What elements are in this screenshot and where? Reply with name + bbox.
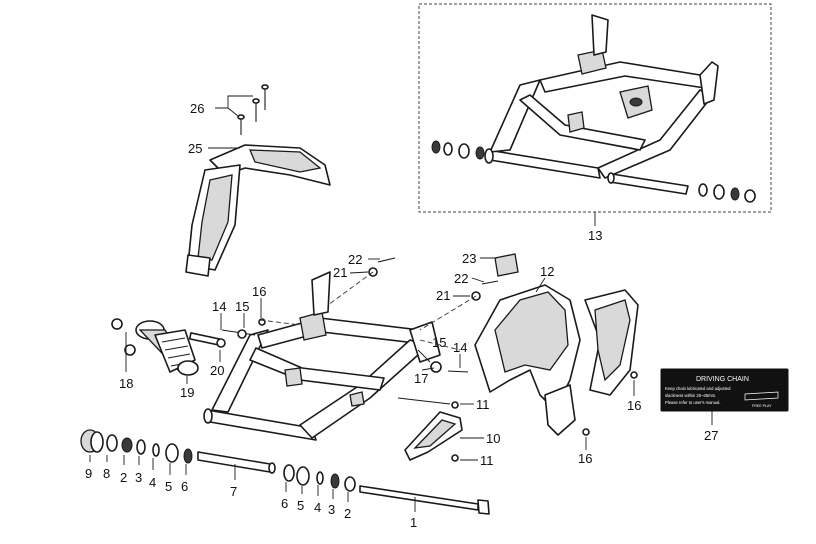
callout-11-lower: 11 <box>480 453 494 468</box>
callout-19: 19 <box>180 385 194 400</box>
callout-10: 10 <box>486 431 500 446</box>
callout-3-left: 3 <box>135 470 142 485</box>
chain-label-line3: Please refer to user's manual. <box>665 400 721 405</box>
callout-5-left: 5 <box>165 479 172 494</box>
callout-14-left: 14 <box>212 299 226 314</box>
shock-bolt-nuts <box>111 318 136 356</box>
callout-21-right: 21 <box>436 288 450 303</box>
callout-13: 13 <box>588 228 602 243</box>
callout-22-right: 22 <box>454 271 468 286</box>
detail-swingarm <box>487 14 719 179</box>
callout-27: 27 <box>704 428 718 443</box>
chain-label-title: DRIVING CHAIN <box>696 376 749 383</box>
callout-6-right: 6 <box>281 496 288 511</box>
callout-16-bottom: 16 <box>578 451 592 466</box>
callout-16-left: 16 <box>252 284 266 299</box>
pivot-tube <box>197 451 276 474</box>
callout-25: 25 <box>188 141 202 156</box>
right-bracket-fasteners <box>397 339 469 462</box>
callout-5-right: 5 <box>297 498 304 513</box>
front-mudguard <box>185 144 331 277</box>
pivot-bushes-right <box>283 464 356 492</box>
callout-1: 1 <box>410 515 417 530</box>
shock-pin-20 <box>188 332 222 346</box>
callout-4-right: 4 <box>314 500 321 515</box>
callout-16-right: 16 <box>627 398 641 413</box>
callout-17: 17 <box>414 371 428 386</box>
callout-3-right: 3 <box>328 502 335 517</box>
callout-2-right: 2 <box>344 506 351 521</box>
chain-label-line2: slackness within 25~35mm. <box>665 393 716 398</box>
pivot-axle <box>359 485 490 515</box>
chain-guard <box>474 284 639 436</box>
callout-15-right: 15 <box>432 335 446 350</box>
callout-8: 8 <box>103 466 110 481</box>
callout-23: 23 <box>462 251 476 266</box>
callout-20: 20 <box>210 363 224 378</box>
callout-22-top: 22 <box>348 252 362 267</box>
callout-4-left: 4 <box>149 475 156 490</box>
callout-7: 7 <box>230 484 237 499</box>
mudguard-bolts <box>237 84 269 135</box>
callout-15-left: 15 <box>235 299 249 314</box>
chain-slider <box>404 411 463 461</box>
callout-9: 9 <box>85 466 92 481</box>
chain-label-free-play: FREE PLAY <box>752 404 772 408</box>
detail-pivot-parts <box>431 140 756 203</box>
callout-12: 12 <box>540 264 554 279</box>
callout-18: 18 <box>119 376 133 391</box>
left-bracket-fasteners <box>221 318 301 339</box>
pivot-bushes-left <box>80 429 193 464</box>
callout-11-upper: 11 <box>476 397 490 412</box>
rear-shock-absorber <box>135 320 199 376</box>
callout-2-left: 2 <box>120 470 127 485</box>
callout-21-top: 21 <box>333 265 347 280</box>
main-swingarm <box>203 271 441 441</box>
top-mount-bolts <box>327 253 519 331</box>
driving-chain-label: DRIVING CHAIN Keep chain lubricated and … <box>660 368 789 412</box>
chain-label-line1: Keep chain lubricated and adjusted <box>665 386 731 391</box>
callout-26: 26 <box>190 101 204 116</box>
callout-6-left: 6 <box>181 479 188 494</box>
callout-14-right: 14 <box>453 340 467 355</box>
